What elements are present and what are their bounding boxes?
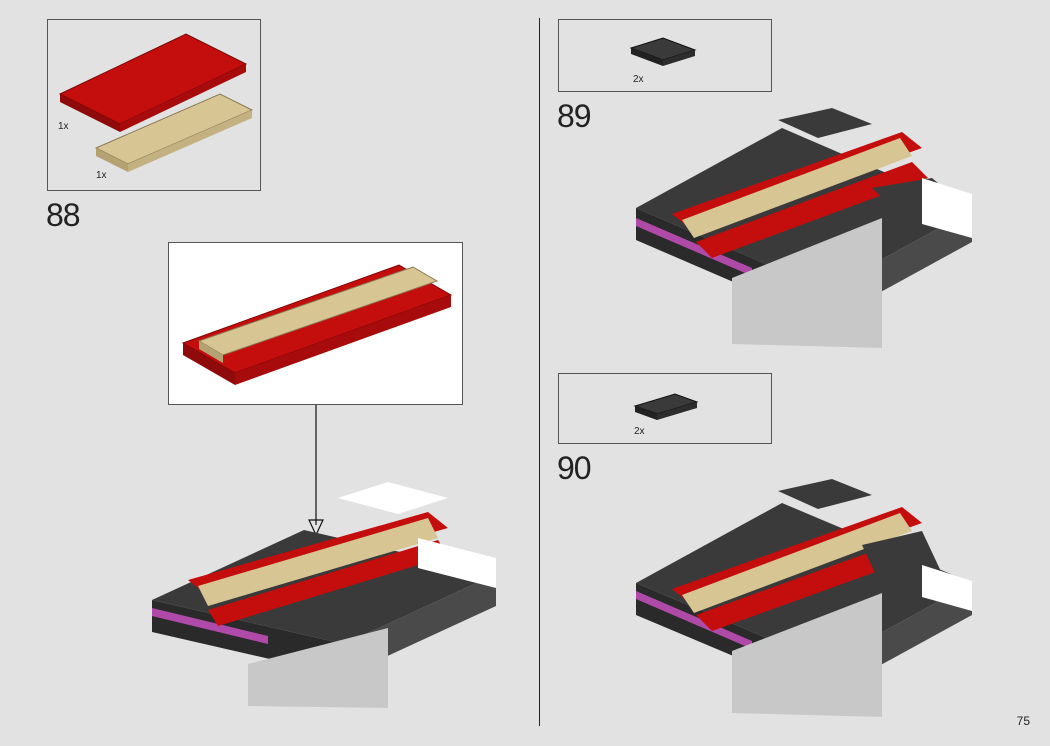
model-assembly-step-90	[636, 479, 972, 717]
part-quantity: 2x	[634, 426, 645, 437]
subassembly-plates-icon	[181, 264, 453, 385]
step-number: 88	[46, 197, 81, 233]
column-divider	[539, 18, 540, 726]
part-quantity: 1x	[58, 121, 69, 132]
dark-gray-plate-icon	[629, 37, 697, 66]
page-number: 75	[1016, 714, 1030, 728]
part-quantity: 2x	[633, 74, 644, 85]
step-number: 90	[557, 450, 592, 486]
model-assembly-step-88	[152, 482, 496, 708]
part-quantity: 1x	[96, 170, 107, 181]
placement-arrow	[308, 405, 324, 537]
model-assembly-step-89	[636, 108, 972, 348]
parts-callout-step-90: 2x	[558, 373, 772, 444]
red-plate-icon	[58, 33, 248, 132]
tan-plate-icon	[94, 93, 254, 172]
step-number: 89	[557, 98, 592, 134]
parts-callout-step-88: 1x 1x	[47, 19, 261, 191]
subassembly-callout	[168, 242, 463, 405]
dark-gray-plate-icon	[633, 393, 699, 420]
parts-callout-step-89: 2x	[558, 19, 772, 92]
